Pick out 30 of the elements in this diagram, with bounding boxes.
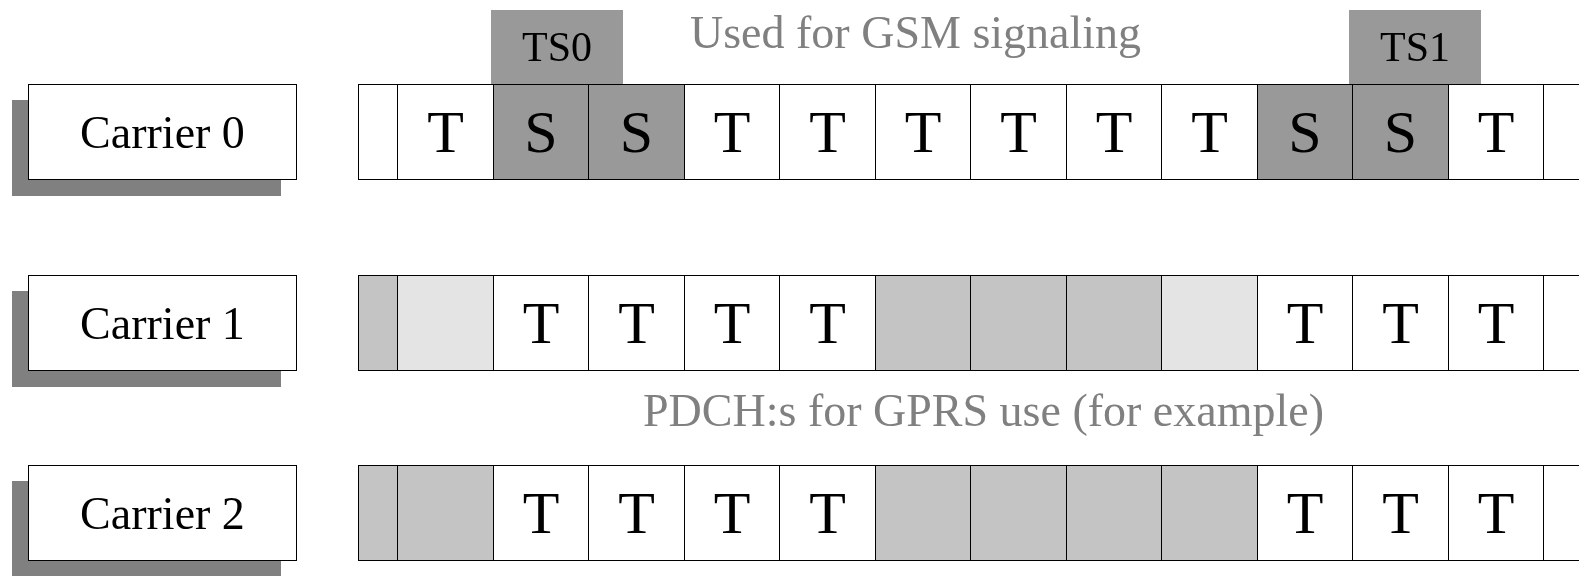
table-cell: T xyxy=(970,84,1067,180)
table-cell: T xyxy=(874,84,972,180)
table-cell: T xyxy=(1352,465,1449,561)
table-cell: T xyxy=(1447,275,1545,371)
table-cell: T xyxy=(492,275,590,371)
table-cell: T xyxy=(397,84,494,180)
table-cell: T xyxy=(1256,275,1354,371)
table-cell: S xyxy=(588,84,685,180)
table-cell: T xyxy=(1256,465,1354,561)
table-cell: T xyxy=(779,465,876,561)
table-cell: S xyxy=(1352,84,1449,180)
annotation-text: Used for GSM signaling xyxy=(690,6,1142,59)
table-cell: T xyxy=(683,465,781,561)
table-cell: T xyxy=(1065,84,1163,180)
table-cell: S xyxy=(492,84,590,180)
table-cell: T xyxy=(588,465,685,561)
table-cell: S xyxy=(1256,84,1354,180)
table-cell: T xyxy=(1447,465,1545,561)
table-cell: T xyxy=(683,275,781,371)
table-cell: T xyxy=(1161,84,1258,180)
timeslot-tag: TS0 xyxy=(491,10,623,84)
table-cell: T xyxy=(779,275,876,371)
table-cell: T xyxy=(779,84,876,180)
table-cell: T xyxy=(588,275,685,371)
table-cell: T xyxy=(1447,84,1545,180)
table-cell: T xyxy=(683,84,781,180)
table-cell: T xyxy=(492,465,590,561)
table-cell: T xyxy=(1352,275,1449,371)
timeslot-tag: TS1 xyxy=(1349,10,1481,84)
annotation-text: PDCH:s for GPRS use (for example) xyxy=(643,384,1324,437)
